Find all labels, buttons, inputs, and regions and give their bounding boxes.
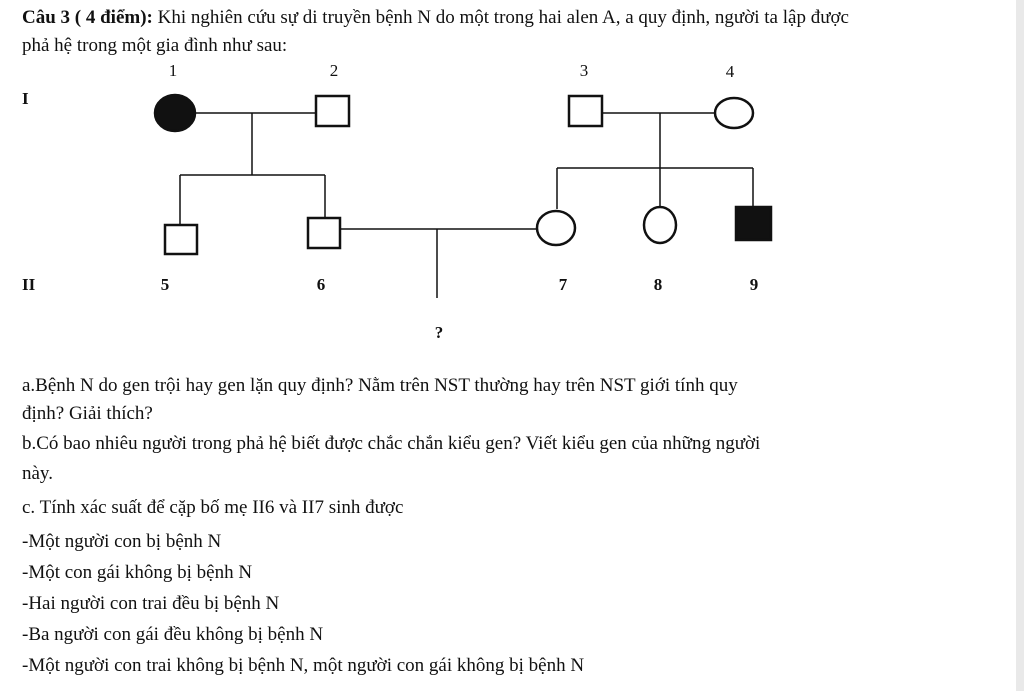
question-title: Câu 3 ( 4 điểm): [22, 7, 153, 28]
label-individual-5: 5 [161, 275, 170, 294]
unknown-child-label: ? [435, 323, 444, 342]
pedigree-symbols [153, 93, 773, 256]
label-individual-3: 3 [580, 61, 589, 80]
individual-5-male [163, 223, 199, 256]
part-b-line-1: b.Có bao nhiêu người trong phả hệ biết đ… [22, 433, 761, 454]
part-b-line-2: này. [22, 463, 53, 484]
part-c-item: -Ba người con gái đều không bị bệnh N [22, 624, 324, 645]
individual-3-male [567, 94, 604, 128]
label-individual-9: 9 [750, 275, 759, 294]
part-c-item: -Một người con trai không bị bệnh N, một… [22, 655, 585, 676]
individual-7-female [535, 209, 577, 247]
generation-label-II: II [22, 275, 36, 294]
individual-2-male [314, 94, 351, 128]
individual-8-female [642, 205, 678, 245]
label-individual-8: 8 [654, 275, 663, 294]
pedigree-lines [179, 112, 754, 298]
individual-1-female-affected [153, 93, 197, 133]
part-c-item: -Một con gái không bị bệnh N [22, 562, 253, 583]
individual-4-female [713, 96, 755, 130]
label-individual-1: 1 [169, 61, 178, 80]
part-a-line-2: định? Giải thích? [22, 403, 153, 424]
label-individual-6: 6 [317, 275, 326, 294]
part-a-line-1: a.Bệnh N do gen trội hay gen lặn quy địn… [22, 375, 738, 396]
label-individual-2: 2 [330, 61, 339, 80]
question-intro-line-1: Câu 3 ( 4 điểm): Khi nghiên cứu sự di tr… [22, 6, 849, 30]
part-c-item: -Một người con bị bệnh N [22, 531, 222, 552]
question-intro-line-2: phả hệ trong một gia đình như sau: [22, 35, 288, 56]
individual-6-male [306, 216, 342, 250]
question-intro-text: Khi nghiên cứu sự di truyền bệnh N do mộ… [152, 7, 849, 28]
part-c-item: -Hai người con trai đều bị bệnh N [22, 593, 280, 614]
pedigree-labels: I II 1 2 3 4 5 6 7 8 9 ? [22, 61, 758, 342]
label-individual-7: 7 [559, 275, 568, 294]
individual-9-male-affected [734, 205, 773, 242]
generation-label-I: I [22, 89, 29, 108]
page-edge [1016, 0, 1024, 691]
part-c-intro: c. Tính xác suất để cặp bố mẹ II6 và II7… [22, 497, 404, 518]
label-individual-4: 4 [726, 62, 735, 81]
